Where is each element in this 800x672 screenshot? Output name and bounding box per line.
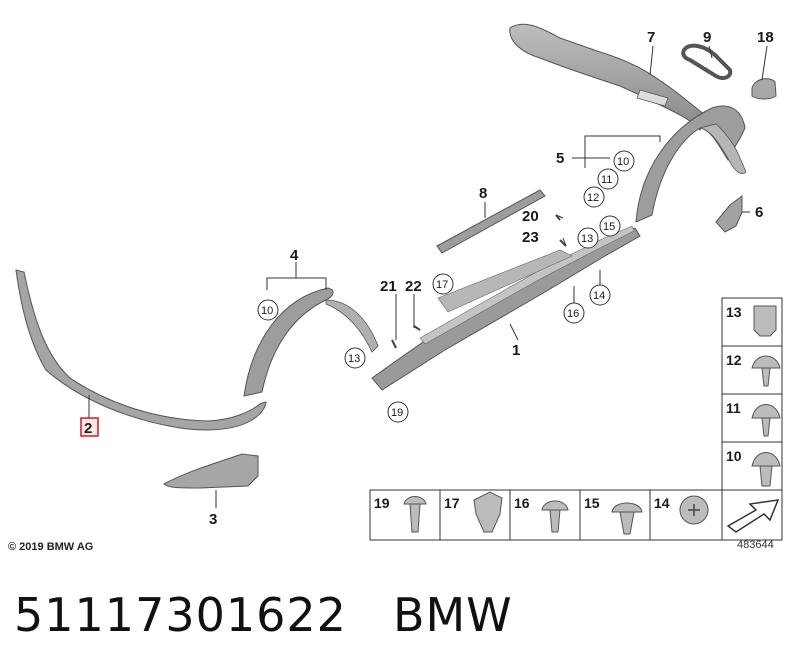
legend-15-number: 15 xyxy=(584,495,600,511)
legend-16-number: 16 xyxy=(514,495,530,511)
legend-14-screw-icon xyxy=(679,495,709,525)
legend-11-number: 11 xyxy=(726,400,741,416)
callout-4: 4 xyxy=(290,247,299,264)
small-clip-23 xyxy=(559,239,567,247)
front-wheel-arch-part xyxy=(243,287,334,397)
callout-2: 2 xyxy=(84,420,92,437)
callout-13-front: 13 xyxy=(348,353,360,365)
callout-3: 3 xyxy=(209,511,217,528)
legend-13-clip-icon xyxy=(753,305,777,337)
callout-22: 22 xyxy=(405,278,422,295)
highlight-box xyxy=(80,417,99,437)
callout-7: 7 xyxy=(647,29,655,46)
small-clip-22 xyxy=(413,325,421,331)
sill-strip-part xyxy=(436,189,546,254)
legend-17-clip-icon xyxy=(473,491,503,533)
front-arch-lip xyxy=(325,299,379,353)
callout-8: 8 xyxy=(479,185,487,202)
legend-14-number: 14 xyxy=(654,495,670,511)
callout-18: 18 xyxy=(757,29,774,46)
callout-6: 6 xyxy=(755,204,763,221)
rear-bumper-slot xyxy=(636,89,669,107)
tool-arrow-icon xyxy=(726,499,780,533)
leader-lines xyxy=(88,45,768,508)
small-clip-21 xyxy=(391,339,397,349)
small-clip-20 xyxy=(555,214,561,221)
cap-part xyxy=(751,78,777,100)
callout-1: 1 xyxy=(512,342,520,359)
legend-12-number: 12 xyxy=(726,352,742,368)
legend-bottom: 19 17 16 15 14 xyxy=(369,489,783,541)
callout-15: 15 xyxy=(603,221,615,233)
legend-19-number: 19 xyxy=(374,495,390,511)
diagram-id: 483644 xyxy=(737,539,774,551)
legend-10-rivet-icon xyxy=(751,452,781,487)
rear-mudguard-part xyxy=(715,195,743,233)
callout-17: 17 xyxy=(436,279,448,291)
front-mudflap-part xyxy=(163,453,259,489)
rear-arch-liner xyxy=(699,123,747,174)
circled-callouts xyxy=(257,150,635,423)
legend-10-number: 10 xyxy=(726,448,742,464)
front-spoiler-part xyxy=(15,269,267,431)
callout-13-rear: 13 xyxy=(581,233,593,245)
legend-16-clip-icon xyxy=(541,500,569,533)
legend-17-number: 17 xyxy=(444,495,460,511)
callout-21: 21 xyxy=(380,278,397,295)
legend-right: 13 12 11 10 xyxy=(721,297,783,491)
legend-11-rivet-icon xyxy=(751,404,781,437)
callout-20: 20 xyxy=(522,208,539,225)
callout-11: 11 xyxy=(601,174,612,186)
callout-14: 14 xyxy=(593,290,605,302)
callout-12: 12 xyxy=(587,192,599,204)
brand-name: BMW xyxy=(392,588,513,642)
callout-23: 23 xyxy=(522,229,539,246)
legend-12-rivet-icon xyxy=(751,355,781,387)
parts-diagram: 7 9 18 5 8 6 20 23 4 21 22 1 3 2 10 11 1… xyxy=(15,23,783,541)
callout-5: 5 xyxy=(556,150,564,167)
callout-9: 9 xyxy=(703,29,711,46)
callout-16: 16 xyxy=(567,308,579,320)
footer-caption: 51117301622 BMW xyxy=(14,588,513,642)
legend-15-clip-icon xyxy=(611,502,643,535)
rear-wheel-arch-part xyxy=(635,105,746,223)
callout-10-front: 10 xyxy=(261,305,273,317)
reflector-frame-part xyxy=(681,43,733,80)
copyright-text: © 2019 BMW AG xyxy=(8,541,94,553)
legend-19-clip-icon xyxy=(403,496,427,533)
part-number: 51117301622 xyxy=(14,588,347,642)
rear-bumper-part xyxy=(509,23,706,132)
callout-19: 19 xyxy=(391,407,403,419)
legend-13-number: 13 xyxy=(726,304,742,320)
side-sill-part xyxy=(371,227,641,391)
sill-inner-part xyxy=(437,249,573,313)
callout-10-rear: 10 xyxy=(617,156,629,168)
